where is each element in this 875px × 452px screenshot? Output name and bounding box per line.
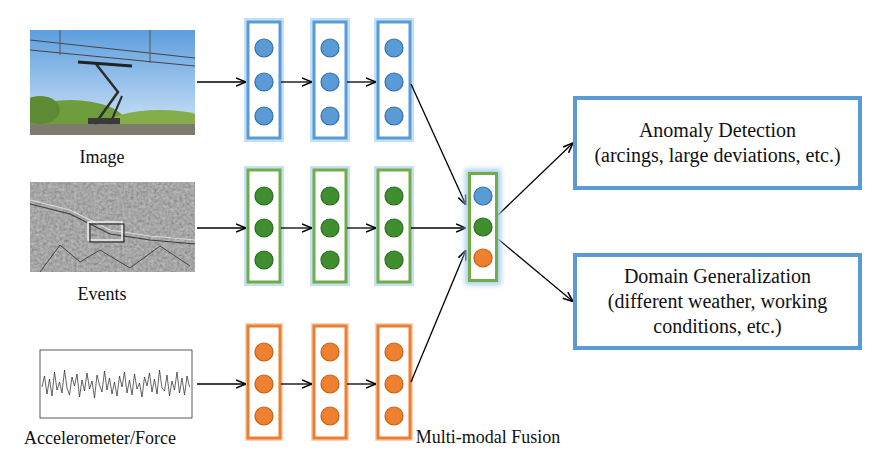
- fusion-neurons: [474, 187, 492, 267]
- layer-box: [378, 170, 410, 282]
- image-encoder: [248, 22, 410, 138]
- layer-box: [378, 326, 410, 438]
- dropper: [60, 30, 61, 55]
- node-title: Anomaly Detection: [639, 118, 796, 143]
- signal-encoder: [248, 326, 410, 438]
- trees: [30, 96, 60, 124]
- layer-box: [248, 326, 280, 438]
- neuron: [255, 343, 403, 425]
- event-edge: [40, 245, 190, 272]
- output-arrow: [498, 239, 573, 302]
- layer-glow: [378, 170, 410, 282]
- layer-glow: [314, 326, 346, 438]
- event-noise: [30, 182, 195, 272]
- catenary-wire: [30, 40, 195, 58]
- contact-wire: [30, 50, 195, 66]
- event-frame: [30, 182, 195, 272]
- node-title: Domain Generalization: [624, 264, 811, 289]
- layer-box: [314, 326, 346, 438]
- layer-glow: [248, 22, 280, 138]
- event-ground: [30, 182, 195, 272]
- layer-glow: [378, 22, 410, 138]
- neuron: [255, 187, 403, 269]
- neuron: [474, 218, 492, 236]
- layer-box: [314, 22, 346, 138]
- event-edge: [88, 222, 122, 240]
- pantograph-head: [78, 62, 132, 66]
- node-detail: (different weather, working conditions, …: [585, 289, 850, 339]
- dropper: [150, 30, 151, 63]
- input-label: Events: [78, 284, 127, 306]
- layer-box: [378, 22, 410, 138]
- neuron: [474, 187, 492, 205]
- node-detail: (arcings, large deviations, etc.): [594, 143, 840, 168]
- layer-glow: [378, 326, 410, 438]
- layer-glow: [248, 170, 280, 282]
- train-roof: [30, 124, 195, 135]
- layer-box: [248, 170, 280, 282]
- fusion-block: Multi-modal Fusion: [468, 172, 498, 282]
- signal-plot: [30, 345, 195, 425]
- pantograph-base: [88, 118, 120, 124]
- layer-glow: [248, 326, 280, 438]
- event-edge: [30, 204, 195, 244]
- event-encoder: [248, 170, 410, 282]
- plot-ground: [30, 345, 195, 425]
- task-box: Domain Generalization(different weather,…: [573, 253, 862, 350]
- input-label: Accelerometer/Force: [24, 428, 176, 450]
- layer-box: [248, 22, 280, 138]
- output-arrow: [498, 143, 573, 215]
- neuron: [474, 249, 492, 267]
- camera-image: [30, 30, 195, 135]
- event-edge: [90, 224, 124, 242]
- layer-glow: [314, 22, 346, 138]
- layer-glow: [314, 170, 346, 282]
- input-label: Image: [80, 147, 125, 169]
- neuron: [255, 39, 403, 125]
- node-title: Multi-modal Fusion: [416, 427, 561, 449]
- flow-arrow: [197, 82, 466, 384]
- task-box: Anomaly Detection(arcings, large deviati…: [573, 96, 862, 190]
- layer-box: [314, 170, 346, 282]
- plot-axes: [40, 350, 192, 418]
- signal-trace: [42, 370, 190, 398]
- connector-layer: [498, 143, 573, 302]
